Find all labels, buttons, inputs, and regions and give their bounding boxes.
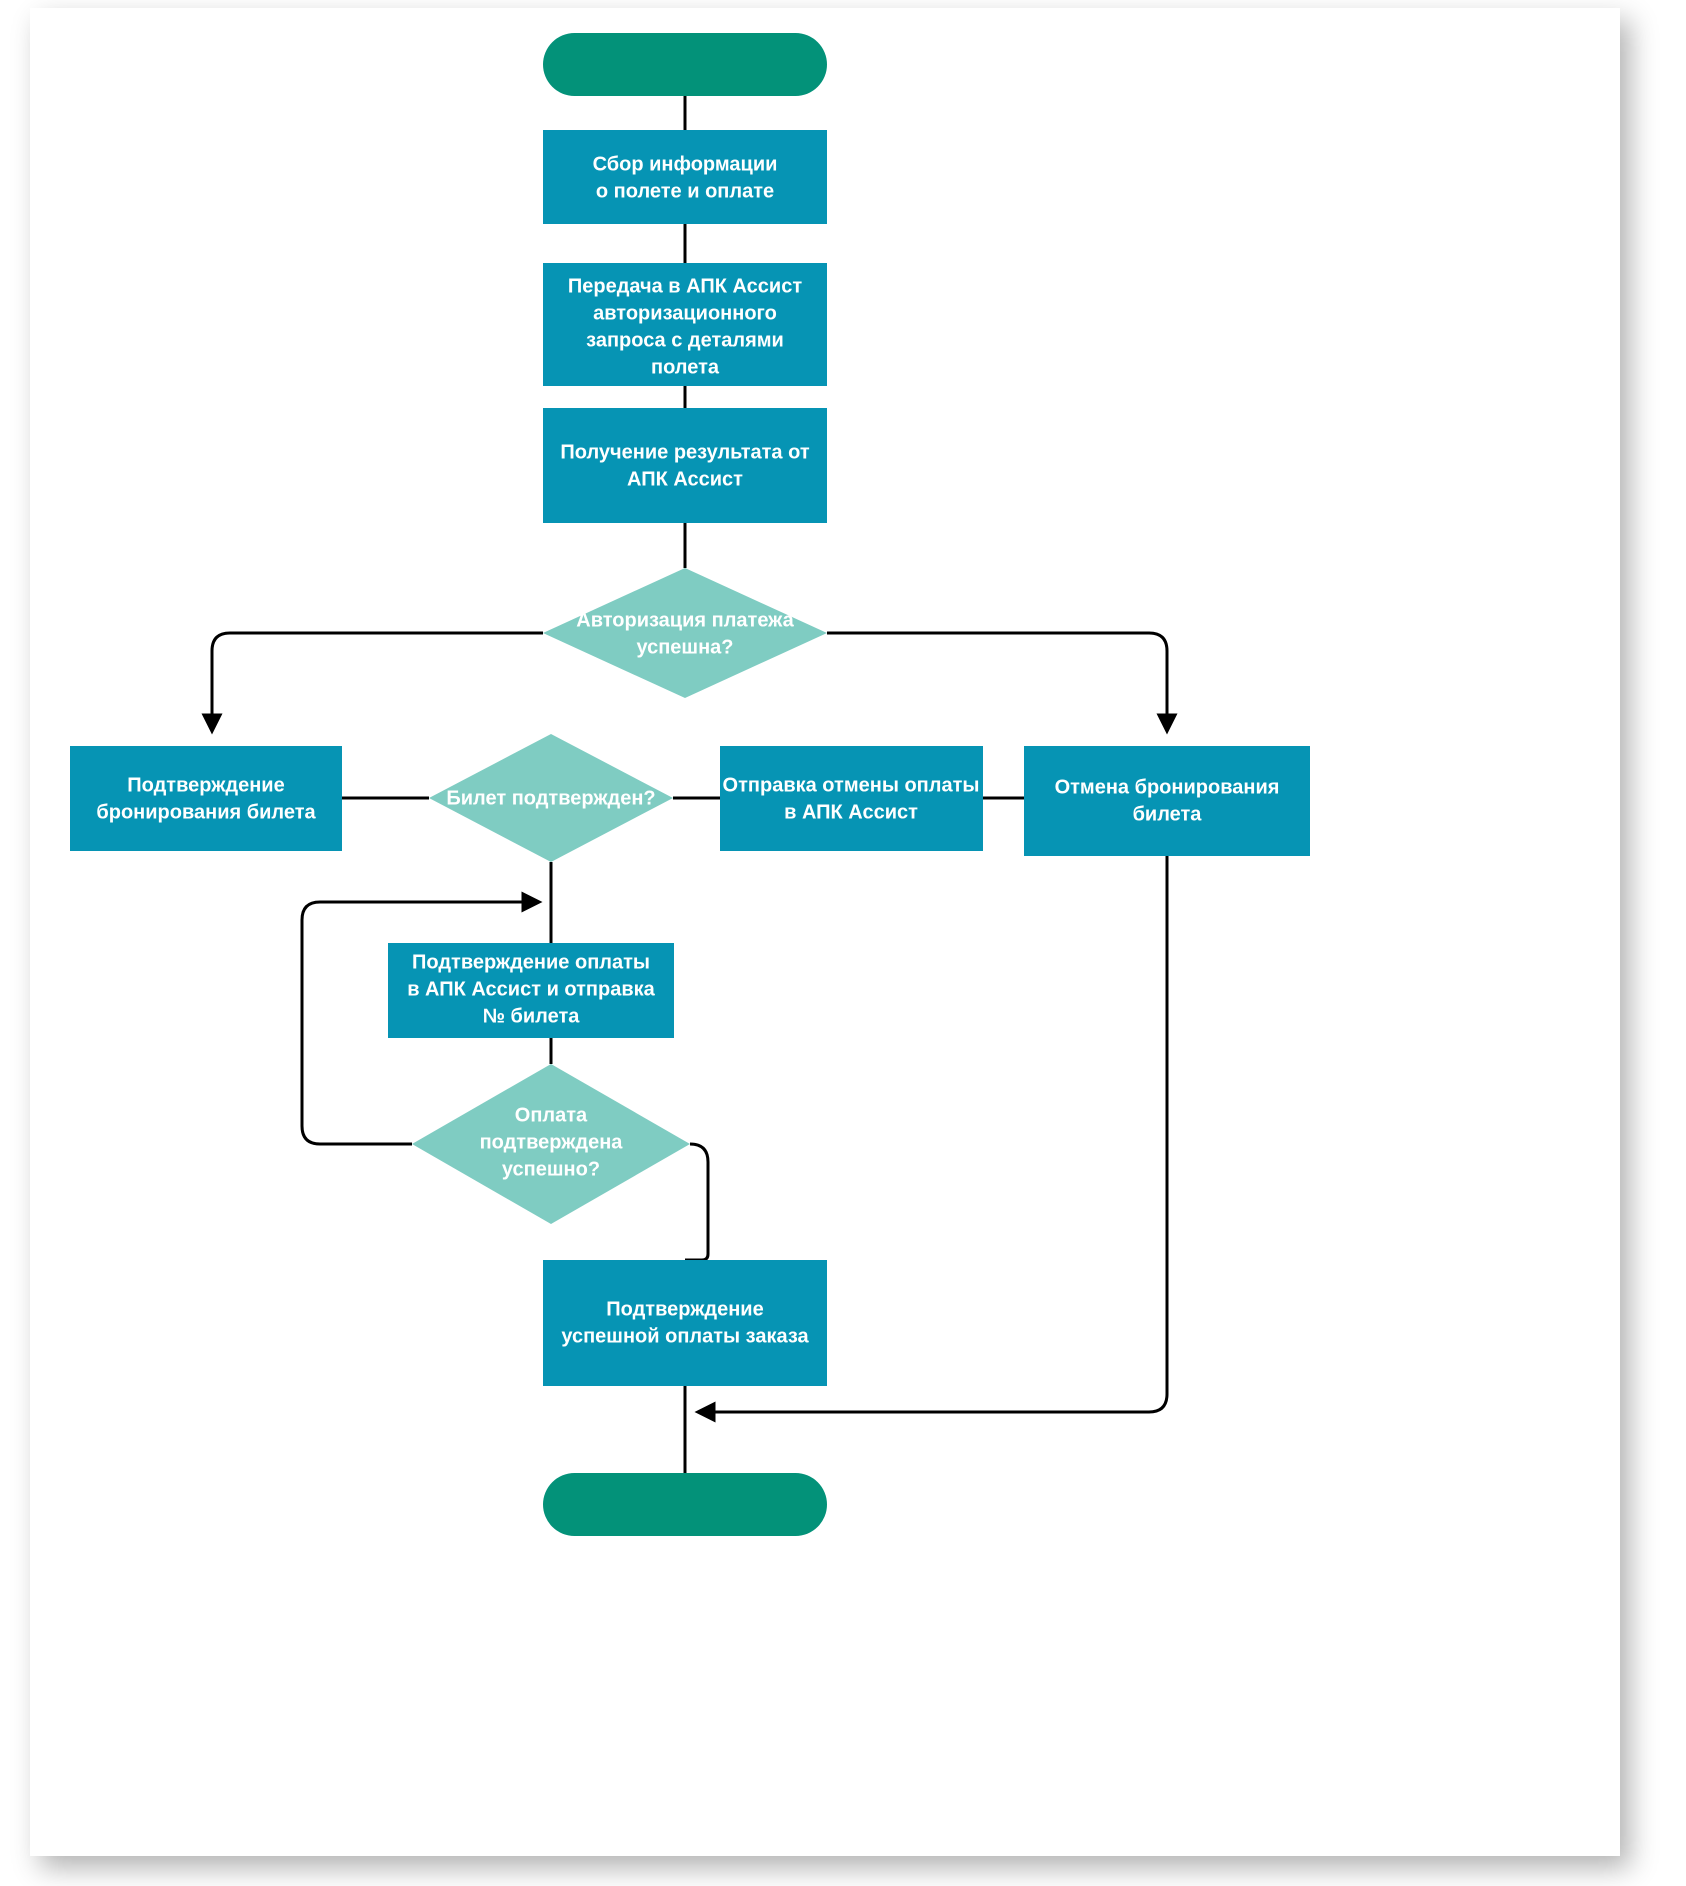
node-collect-info[interactable]: Сбор информации о полете и оплате — [543, 130, 827, 224]
node-confirm-booking[interactable]: Подтверждение бронирования билета — [70, 746, 342, 851]
node-get-result[interactable]: Получение результата от АПК Ассист — [543, 408, 827, 523]
node-cancel-booking-line-1: Отмена бронирования — [1055, 776, 1280, 798]
edge-cancel-booking-to-end — [694, 856, 1169, 1423]
node-ticket-confirmed[interactable]: Билет подтвержден? — [429, 734, 673, 862]
node-send-auth-line-4: полета — [651, 356, 720, 378]
node-order-paid[interactable]: Подтверждение успешной оплаты заказа — [543, 1260, 827, 1386]
node-auth-ok-line-2: успешна? — [636, 636, 733, 658]
node-order-paid-line-2: успешной оплаты заказа — [561, 1325, 809, 1347]
node-confirm-payment-line-1: Подтверждение оплаты — [412, 951, 650, 973]
node-collect-info-line-1: Сбор информации — [593, 153, 778, 175]
node-confirm-payment-line-2: в АПК Ассист и отправка — [407, 978, 655, 1000]
diagram-canvas: Сбор информации о полете и оплате Переда… — [30, 8, 1620, 1856]
edge-payment-ok-loopback — [300, 891, 543, 1146]
node-collect-info-line-2: о полете и оплате — [596, 180, 774, 202]
node-send-auth-line-3: запроса с деталями — [586, 329, 784, 351]
node-send-auth-line-1: Передача в АПК Ассист — [568, 275, 802, 297]
node-payment-ok-line-3: успешно? — [502, 1158, 600, 1180]
edge-payment-ok-to-order-paid — [685, 1142, 710, 1262]
node-send-auth-line-2: авторизационного — [593, 302, 777, 324]
node-cancel-booking-line-2: билета — [1133, 803, 1203, 825]
flowchart-svg: Сбор информации о полете и оплате Переда… — [70, 33, 1310, 1536]
node-ticket-confirmed-label: Билет подтвержден? — [446, 787, 655, 809]
node-get-result-line-1: Получение результата от — [560, 441, 809, 463]
node-auth-ok[interactable]: Авторизация платежа успешна? — [543, 568, 827, 698]
nodes-layer: Сбор информации о полете и оплате Переда… — [70, 33, 1310, 1536]
edges-layer — [201, 96, 1178, 1473]
node-confirm-booking-line-2: бронирования билета — [96, 801, 316, 823]
node-payment-ok-line-2: подтверждена — [480, 1131, 624, 1153]
node-send-cancel-line-2: в АПК Ассист — [784, 801, 918, 823]
node-auth-ok-line-1: Авторизация платежа — [576, 609, 794, 631]
node-end[interactable] — [543, 1473, 827, 1536]
node-order-paid-line-1: Подтверждение — [606, 1298, 763, 1320]
edge-auth-ok-to-cancel-booking — [827, 631, 1178, 735]
node-cancel-booking[interactable]: Отмена бронирования билета — [1024, 746, 1310, 856]
node-confirm-booking-line-1: Подтверждение — [127, 774, 284, 796]
node-get-result-line-2: АПК Ассист — [627, 468, 743, 490]
node-send-cancel[interactable]: Отправка отмены оплаты в АПК Ассист — [720, 746, 983, 851]
edge-auth-ok-to-confirm-booking — [201, 631, 543, 735]
node-confirm-payment-line-3: № билета — [483, 1005, 581, 1027]
node-payment-ok[interactable]: Оплата подтверждена успешно? — [412, 1064, 690, 1224]
node-confirm-payment[interactable]: Подтверждение оплаты в АПК Ассист и отпр… — [388, 943, 674, 1038]
node-start[interactable] — [543, 33, 827, 96]
node-send-auth[interactable]: Передача в АПК Ассист авторизационного з… — [543, 263, 827, 386]
node-send-cancel-line-1: Отправка отмены оплаты — [723, 774, 980, 796]
node-payment-ok-line-1: Оплата — [515, 1104, 588, 1126]
